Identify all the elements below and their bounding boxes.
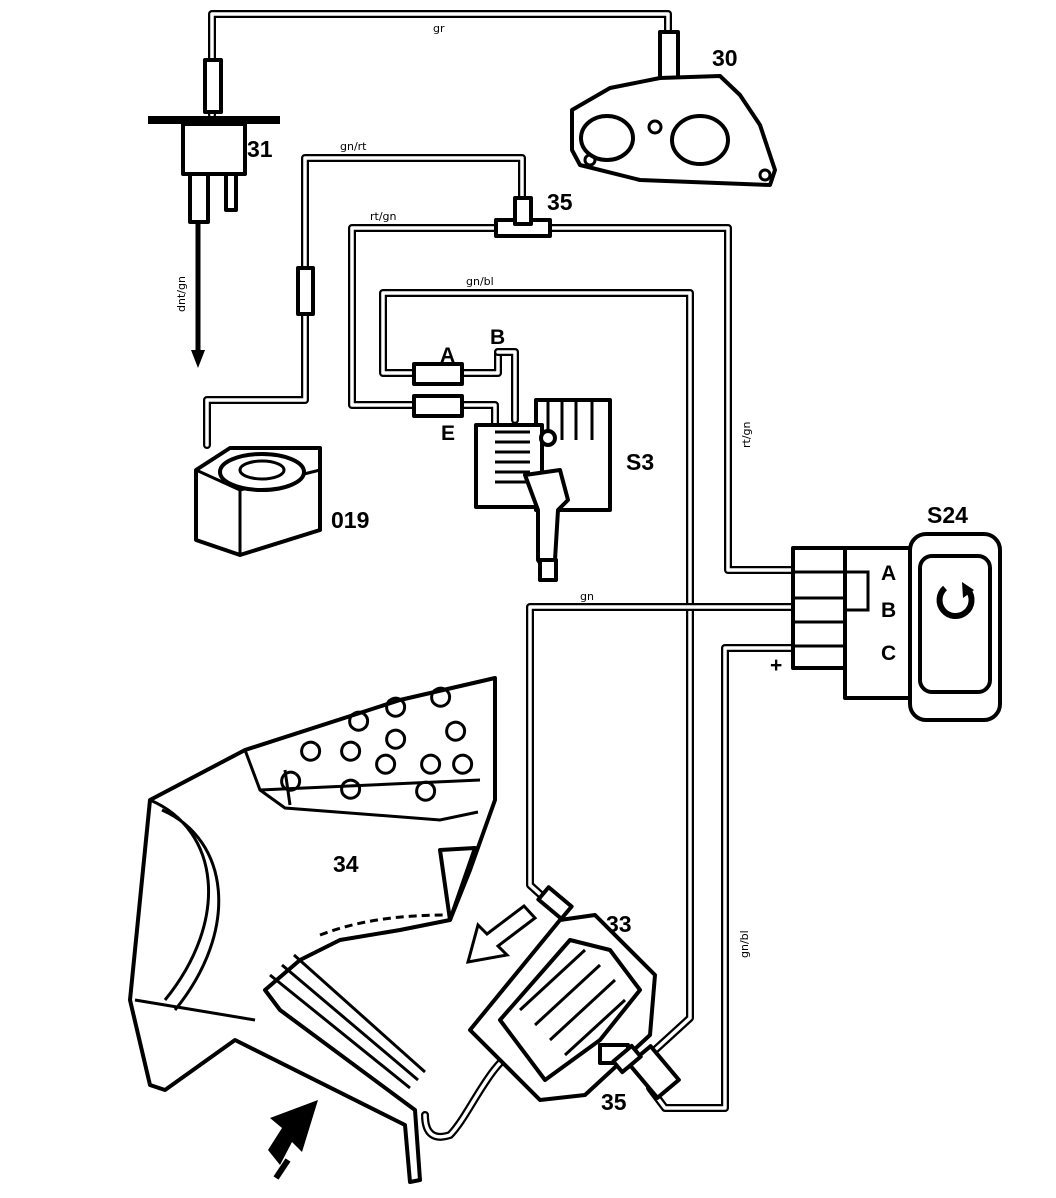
- wire-label-gr: gr: [433, 22, 445, 35]
- t-piece-35-top: [494, 196, 552, 238]
- label-35-bottom: 35: [601, 1089, 627, 1115]
- wire-label-gn-bl-side: gn/bl: [738, 930, 751, 958]
- component-019: [194, 446, 322, 557]
- hose-valve-a: [458, 348, 502, 377]
- s24-plug: [791, 546, 847, 670]
- sensor-31-body: [181, 122, 247, 176]
- label-s24: S24: [927, 502, 968, 528]
- component-33: [468, 885, 657, 1102]
- pin-label-s24-c: C: [881, 642, 896, 665]
- pin-label-valve-a: A: [440, 344, 455, 367]
- wire-label-rt-gn-top: rt/gn: [370, 210, 397, 223]
- pin-label-valve-e: E: [441, 422, 455, 445]
- pin-label-plus: +: [770, 654, 782, 677]
- connector-31-top: [203, 58, 223, 114]
- hose-valve-e: [458, 401, 499, 429]
- valve-block: [412, 362, 464, 418]
- component-34: [128, 676, 497, 1184]
- component-s24: [791, 532, 1002, 722]
- label-019: 019: [331, 507, 369, 533]
- valve-a-port: [412, 362, 464, 386]
- label-33: 33: [606, 911, 632, 937]
- label-31: 31: [247, 136, 273, 162]
- s3-actuator: [474, 423, 544, 509]
- hoses: [203, 10, 804, 1141]
- arrow-down-icon: [191, 350, 205, 368]
- component-30: [570, 30, 777, 187]
- wire-label-gn-bl-top: gn/bl: [466, 275, 494, 288]
- label-30: 30: [712, 45, 738, 71]
- wire-label-dnt-gn: dnt/gn: [175, 276, 188, 312]
- perforation-pattern: [280, 686, 474, 802]
- body-panel-34: [128, 676, 497, 1184]
- t-piece-35-bottom: [611, 1043, 681, 1100]
- component-s3: [474, 398, 612, 582]
- label-34: 34: [333, 851, 359, 877]
- flow-arrow-icon: [465, 903, 538, 964]
- valve-e-port: [412, 394, 464, 418]
- rotate-icon: [936, 585, 975, 620]
- label-35-top: 35: [547, 189, 573, 215]
- pin-label-s24-a: A: [881, 562, 896, 585]
- wire-label-rt-gn-side: rt/gn: [740, 421, 753, 448]
- connector-30: [658, 30, 680, 80]
- pin-label-valve-b: B: [490, 326, 505, 349]
- wire-label-gn-rt: gn/rt: [340, 140, 367, 153]
- component-31: [148, 58, 280, 368]
- wire-label-gn: gn: [580, 590, 594, 603]
- pin-label-s24-b: B: [881, 599, 896, 622]
- direction-arrow-icon: [268, 1100, 318, 1165]
- inline-filter: [296, 266, 315, 316]
- label-s3: S3: [626, 449, 654, 475]
